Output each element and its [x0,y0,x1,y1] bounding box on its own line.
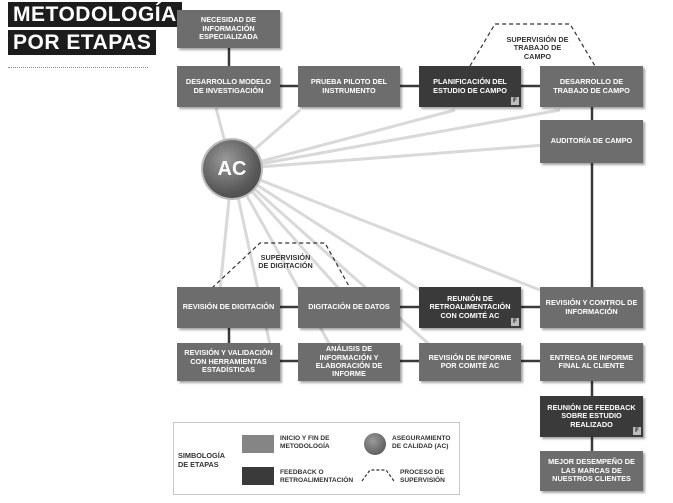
legend-title: SIMBOLOGÍA DE ETAPAS [178,451,225,469]
box-auditoria: AUDITORÍA DE CAMPO [540,120,643,163]
feedback-badge: F [511,97,519,105]
box-necesidad: NECESIDAD DE INFORMACIÓN ESPECIALIZADA [177,10,280,48]
box-revision-digitacion-label: REVISIÓN DE DIGITACIÓN [182,302,275,312]
box-reunion-feedback-label: REUNIÓN DE FEEDBACK SOBRE ESTUDIO REALIZ… [547,402,636,429]
box-desarrollo-modelo: DESARROLLO MODELO DE INVESTIGACIÓN [177,66,280,107]
box-desarrollo-trabajo-label: DESARROLLO DE TRABAJO DE CAMPO [553,77,630,95]
box-reunion-retro-label: REUNIÓN DE RETROALIMENTACIÓN CON COMITÉ … [429,293,511,320]
box-entrega: ENTREGA DE INFORME FINAL AL CLIENTE [540,343,643,381]
box-planificacion-label: PLANIFICACIÓN DEL ESTUDIO DE CAMPO [433,77,507,95]
feedback-badge: F [633,427,641,435]
supervision-campo-label: SUPERVISIÓN DE TRABAJO DE CAMPO [506,35,569,61]
box-entrega-label: ENTREGA DE INFORME FINAL AL CLIENTE [549,352,634,370]
legend-text-proceso: PROCESO DE SUPERVISIÓN [400,469,445,484]
box-necesidad-label: NECESIDAD DE INFORMACIÓN ESPECIALIZADA [199,15,258,42]
box-prueba-piloto-label: PRUEBA PILOTO DEL INSTRUMENTO [310,77,388,95]
box-revision-digitacion: REVISIÓN DE DIGITACIÓN [177,287,280,328]
legend-ac-icon [364,433,386,455]
supervision-arcs [211,23,596,289]
legend-swatch-feedback [242,467,274,485]
feedback-badge: F [511,318,519,326]
box-auditoria-label: AUDITORÍA DE CAMPO [550,136,633,146]
box-analisis: ANÁLISIS DE INFORMACIÓN Y ELABORACIÓN DE… [298,343,400,381]
box-reunion-retro: REUNIÓN DE RETROALIMENTACIÓN CON COMITÉ … [419,287,521,328]
legend-text-aseguramiento: ASEGURAMIENTO DE CALIDAD (AC) [392,435,451,450]
box-revision-control: REVISIÓN Y CONTROL DE INFORMACIÓN [540,287,643,328]
box-prueba-piloto: PRUEBA PILOTO DEL INSTRUMENTO [298,66,400,107]
legend-swatch-inicio [242,435,274,453]
box-mejor-desempeno-label: MEJOR DESEMPEÑO DE LAS MARCAS DE NUESTRO… [548,457,635,484]
supervision-digitacion-label: SUPERVISIÓN DE DIGITACIÓN [258,253,313,271]
box-revision-control-label: REVISIÓN Y CONTROL DE INFORMACIÓN [545,298,638,316]
page-title: METODOLOGÍA POR ETAPAS [8,2,182,58]
box-digitacion-datos-label: DIGITACIÓN DE DATOS [308,302,390,312]
ac-circle: AC [203,140,261,198]
legend-text-feedback: FEEDBACK O RETROALIMENTACIÓN [280,469,354,484]
box-desarrollo-modelo-label: DESARROLLO MODELO DE INVESTIGACIÓN [185,77,272,95]
legend-text-inicio: INICIO Y FIN DE METODOLOGÍA [280,435,330,450]
box-reunion-feedback: REUNIÓN DE FEEDBACK SOBRE ESTUDIO REALIZ… [540,396,643,437]
box-revision-validacion-label: REVISIÓN Y VALIDACIÓN CON HERRAMIENTAS E… [184,348,273,375]
box-revision-informe-label: REVISIÓN DE INFORME POR COMITÉ AC [428,352,512,370]
legend-dashed-icon [361,469,395,482]
legend: SIMBOLOGÍA DE ETAPAS INICIO Y FIN DE MET… [173,422,460,495]
title-divider [8,67,148,68]
box-planificacion: PLANIFICACIÓN DEL ESTUDIO DE CAMPO F [419,66,521,107]
box-revision-informe: REVISIÓN DE INFORME POR COMITÉ AC [419,343,521,381]
flow-lines [227,48,594,451]
box-desarrollo-trabajo: DESARROLLO DE TRABAJO DE CAMPO [540,66,643,107]
box-analisis-label: ANÁLISIS DE INFORMACIÓN Y ELABORACIÓN DE… [315,344,383,379]
title-line-2: POR ETAPAS [8,30,157,55]
box-mejor-desempeno: MEJOR DESEMPEÑO DE LAS MARCAS DE NUESTRO… [540,451,643,491]
title-line-1: METODOLOGÍA [8,2,182,27]
box-revision-validacion: REVISIÓN Y VALIDACIÓN CON HERRAMIENTAS E… [177,343,280,381]
box-digitacion-datos: DIGITACIÓN DE DATOS [298,287,400,328]
